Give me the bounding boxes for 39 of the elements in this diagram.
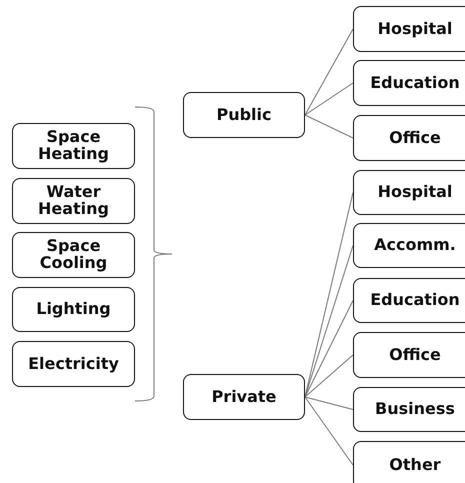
connector-line — [304, 114, 354, 138]
category-box — [353, 223, 465, 268]
box-label: Electricity — [28, 356, 119, 372]
connector-line — [304, 396, 354, 410]
category-box — [12, 123, 135, 169]
box-label: Business — [375, 401, 455, 418]
category-box — [353, 387, 465, 432]
connector-line — [304, 300, 354, 398]
box-label: Public — [216, 106, 272, 124]
box-label: Education — [370, 74, 460, 92]
box-label: Hospital — [378, 20, 452, 38]
category-box — [12, 287, 135, 332]
box-label: Hospital — [378, 184, 452, 201]
box-label: Other — [389, 456, 441, 474]
box-label: Lighting — [36, 301, 111, 318]
category-box — [353, 278, 465, 323]
box-label: Space Cooling — [38, 238, 108, 272]
box-label: Office — [389, 130, 441, 146]
category-box — [353, 115, 465, 161]
category-box — [12, 232, 135, 278]
category-box — [12, 341, 135, 387]
connector-line — [304, 82, 354, 116]
box-label: Education — [370, 292, 460, 309]
connector-line — [304, 396, 354, 466]
category-box — [12, 178, 135, 224]
box-label: Private — [212, 388, 276, 406]
box-label: Space Heating — [36, 129, 110, 163]
category-box — [353, 60, 465, 106]
box-label: Office — [389, 346, 441, 364]
box-label: Accomm. — [374, 237, 456, 254]
connector-line — [304, 354, 354, 398]
connector-line — [304, 28, 354, 116]
category-box — [353, 170, 465, 215]
category-box — [353, 332, 465, 378]
category-box — [353, 6, 465, 52]
box-label: Water Heating — [36, 184, 110, 218]
category-box — [183, 374, 305, 420]
category-box — [183, 92, 305, 138]
category-box — [353, 441, 465, 483]
